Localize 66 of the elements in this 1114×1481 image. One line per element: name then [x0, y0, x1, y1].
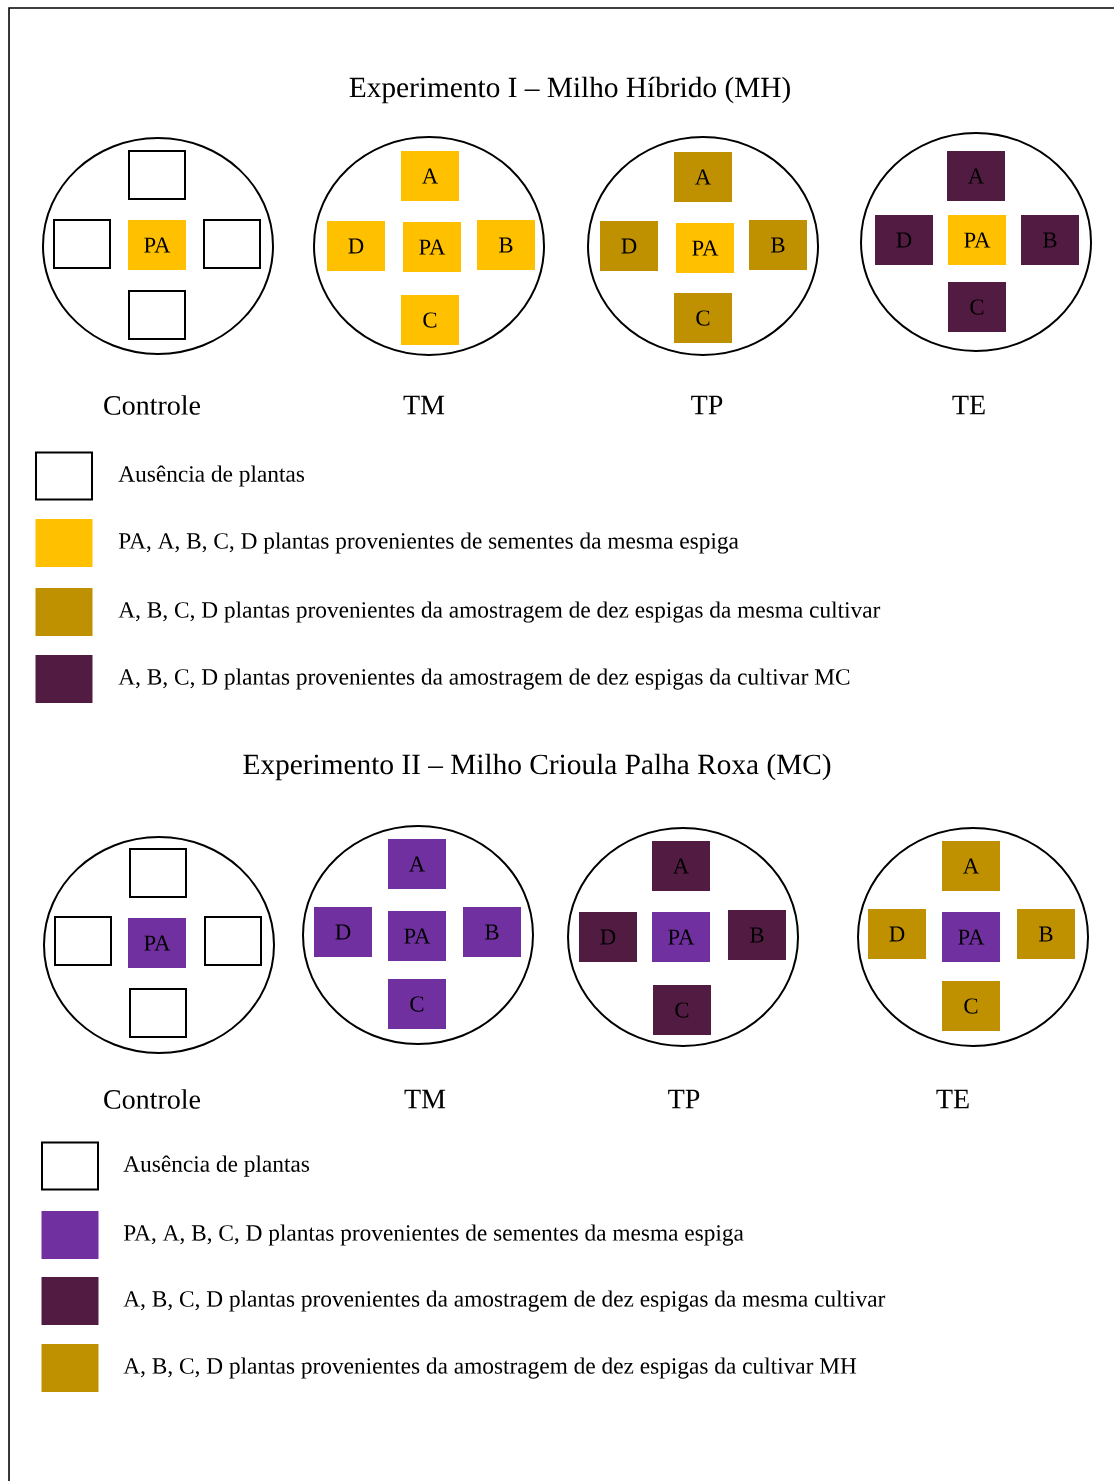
plot-square: PA: [652, 912, 710, 962]
legend-text: A, B, C, D plantas provenientes da amostragem de dez espigas da cultivar MC: [118, 668, 850, 690]
plot-square: PA: [128, 918, 186, 968]
legend-text: PA, A, B, C, D plantas provenientes de sementes da mesma espiga: [123, 1224, 744, 1246]
legend-text: Ausência de plantas: [118, 465, 305, 487]
plot-square: PA: [403, 222, 461, 272]
legend-text: PA, A, B, C, D plantas provenientes de sementes da mesma espiga: [118, 532, 739, 554]
plot-square: D: [600, 221, 658, 271]
dish-circle: [567, 827, 799, 1047]
plot-square: B: [728, 910, 786, 960]
legend-text: Ausência de plantas: [123, 1155, 310, 1177]
plot-square: A: [388, 839, 446, 889]
plot-square: A: [652, 841, 710, 891]
legend-text: A, B, C, D plantas provenientes da amostragem de dez espigas da mesma cultivar: [118, 601, 881, 623]
plot-square: A: [942, 841, 1000, 891]
plot-square: D: [875, 215, 933, 265]
plot-square: D: [579, 912, 637, 962]
dish-circle: [302, 825, 534, 1045]
plot-square: A: [947, 151, 1005, 201]
plot-square: A: [674, 152, 732, 202]
legend-text: A, B, C, D plantas provenientes da amostragem de dez espigas da cultivar MH: [123, 1357, 857, 1379]
dish-label: Controle: [104, 1089, 201, 1109]
dish-label: Controle: [104, 395, 201, 415]
dish-circle: [587, 136, 819, 356]
plot-square: D: [327, 221, 385, 271]
legend-text: A, B, C, D plantas provenientes da amostragem de dez espigas da mesma cultivar: [123, 1290, 886, 1312]
heading: Experimento I – Milho Híbrido (MH): [349, 76, 790, 104]
plot-square: B: [477, 220, 535, 270]
plot-square: D: [314, 907, 372, 957]
empty-square: [204, 916, 262, 966]
plot-square: B: [1021, 215, 1079, 265]
empty-square: [128, 150, 186, 200]
plot-square: C: [388, 979, 446, 1029]
empty-square: [203, 219, 261, 269]
plot-square: PA: [948, 215, 1006, 265]
dish-circle: [313, 136, 545, 356]
plot-square: C: [948, 282, 1006, 332]
dish-circle: [860, 132, 1092, 352]
plot-square: B: [463, 907, 521, 957]
empty-square: [129, 848, 187, 898]
dish-label: TP: [668, 1089, 700, 1109]
dish-circle: [43, 836, 275, 1054]
heading: Experimento II – Milho Crioula Palha Roxa (MC): [243, 753, 831, 781]
empty-square: [128, 290, 186, 340]
plot-square: PA: [128, 220, 186, 270]
plot-square: C: [674, 293, 732, 343]
plot-square: D: [868, 909, 926, 959]
plot-square: C: [401, 295, 459, 345]
plot-square: PA: [676, 223, 734, 273]
plot-square: A: [401, 151, 459, 201]
dish-label: TE: [952, 395, 985, 415]
dish-label: TE: [936, 1089, 969, 1109]
plot-square: PA: [942, 912, 1000, 962]
dish-label: TM: [404, 1089, 446, 1109]
plot-square: C: [942, 981, 1000, 1031]
plot-square: C: [653, 985, 711, 1035]
plot-square: PA: [388, 911, 446, 961]
empty-square: [129, 988, 187, 1038]
plot-square: B: [1017, 909, 1075, 959]
dish-label: TM: [403, 395, 445, 415]
dish-circle: [42, 137, 274, 355]
empty-square: [53, 219, 111, 269]
dish-circle: [857, 827, 1089, 1047]
empty-square: [54, 916, 112, 966]
plot-square: B: [749, 220, 807, 270]
dish-label: TP: [691, 395, 723, 415]
